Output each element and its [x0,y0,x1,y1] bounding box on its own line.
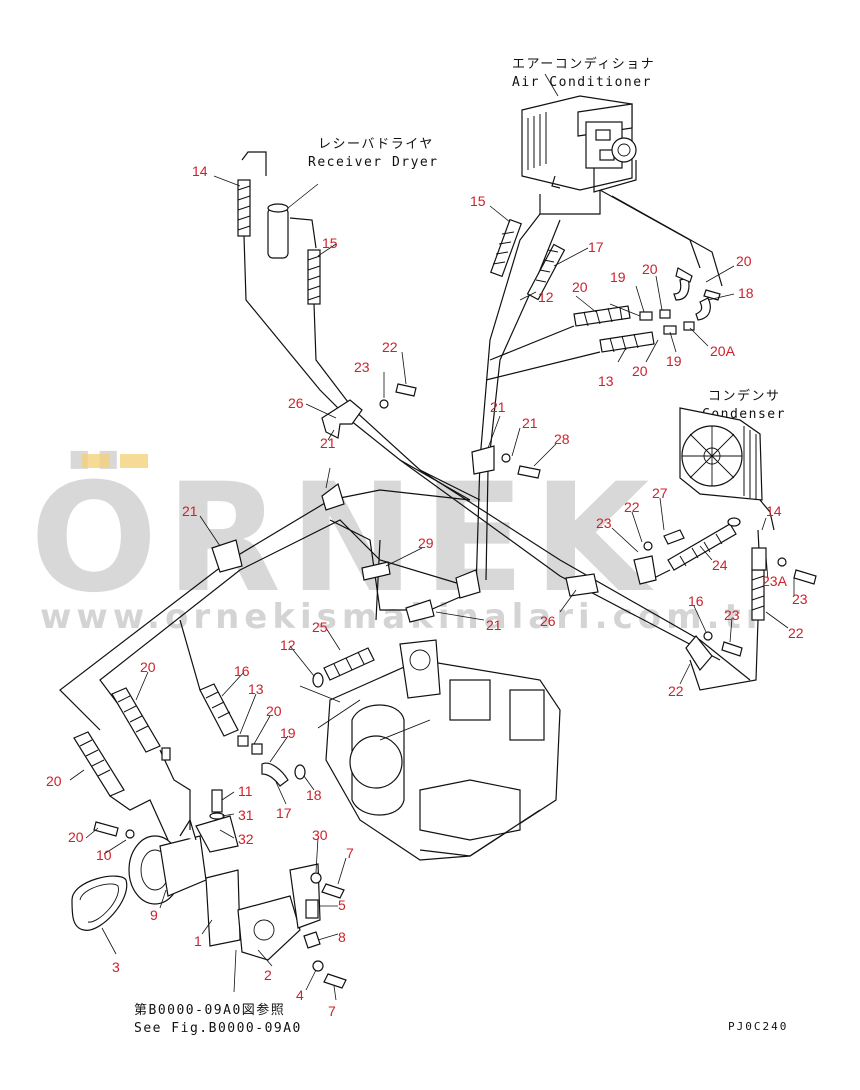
clamps [211,267,721,672]
part-number-label: 4 [296,987,304,1003]
part-number-label: 13 [248,681,264,697]
watermark-url: www.ornekismakinalari.com.tr [40,597,767,637]
part-number-label: 20 [572,279,588,295]
leader-lines [69,175,795,1001]
drawing-code: PJ0C240 [728,1020,788,1033]
part-number-label: 21 [486,617,502,633]
part-number-label: 20 [266,703,282,719]
air-conditioner-unit [521,73,637,215]
receiver-dryer [237,151,321,305]
part-number-label: 13 [598,373,614,389]
part-number-label: 10 [96,847,112,863]
part-number-label: 17 [588,239,604,255]
part-number-label: 16 [234,663,250,679]
part-number-label: 31 [238,807,254,823]
part-number-label: 19 [610,269,626,285]
part-number-label: 12 [538,289,554,305]
part-number-label: 21 [182,503,198,519]
condenser-caption-jp: コンデンサ [708,388,781,404]
part-number-label: 20 [632,363,648,379]
part-number-label: 21 [522,415,538,431]
part-number-label: 3 [112,959,120,975]
air-conditioner-caption-jp: エアーコンディショナ [512,56,655,72]
part-number-label: 23 [354,359,370,375]
part-number-label: 20 [68,829,84,845]
part-number-label: 20 [736,253,752,269]
part-number-label: 22 [382,339,398,355]
part-number-label: 20 [642,261,658,277]
part-number-label: 7 [328,1003,336,1019]
part-number-label: 9 [150,907,158,923]
part-number-label: 21 [320,435,336,451]
part-number-label: 1 [194,933,202,949]
fasteners [93,383,817,989]
part-number-label: 21 [490,399,506,415]
part-number-label: 8 [338,929,346,945]
part-number-label: 23A [762,573,788,589]
part-number-label: 18 [738,285,754,301]
part-number-label: 24 [712,557,728,573]
part-number-label: 29 [418,535,434,551]
part-number-label: 23 [792,591,808,607]
part-number-label: 25 [312,619,328,635]
air-conditioner-caption-en: Air Conditioner [512,75,652,90]
part-number-label: 23 [724,607,740,623]
part-number-label: 22 [624,499,640,515]
part-number-label: 14 [766,503,782,519]
part-number-label: 27 [652,485,668,501]
part-number-label: 23 [596,515,612,531]
part-number-label: 16 [688,593,704,609]
watermark: ÖRNEK www.ornekismakinalari.com.tr [30,450,767,637]
part-number-label: 26 [288,395,304,411]
hoses-and-pipes [59,189,767,841]
part-number-label: 22 [788,625,804,641]
part-number-label: 30 [312,827,328,843]
watermark-dot-right [120,454,148,468]
watermark-brand: ÖRNEK [30,450,657,626]
part-number-label: 11 [238,783,253,799]
part-number-label: 32 [238,831,254,847]
part-number-label: 2 [264,967,272,983]
engine [299,639,561,861]
part-number-label: 20A [710,343,736,359]
part-number-label: 17 [276,805,292,821]
part-number-label: 12 [280,637,296,653]
part-number-label: 26 [540,613,556,629]
compressor-assembly [71,815,321,993]
part-number-label: 28 [554,431,570,447]
part-number-label: 19 [280,725,296,741]
watermark-dot-left [82,454,110,468]
see-fig-caption-en: See Fig.B0000-09A0 [134,1021,302,1036]
part-number-label: 20 [46,773,62,789]
part-number-label: 20 [140,659,156,675]
part-number-label: 14 [192,163,208,179]
part-number-label: 7 [346,845,354,861]
receiver-dryer-caption-jp: レシーバドライヤ [318,137,434,152]
see-fig-caption-jp: 第B0000-09A0図参照 [134,1002,285,1018]
part-number-label: 15 [470,193,486,209]
receiver-dryer-caption-en: Receiver Dryer [308,155,439,170]
condenser [679,407,775,531]
part-number-label: 22 [668,683,684,699]
part-number-label: 19 [666,353,682,369]
part-number-label: 5 [338,897,346,913]
part-number-label: 18 [306,787,322,803]
part-number-label: 15 [322,235,338,251]
